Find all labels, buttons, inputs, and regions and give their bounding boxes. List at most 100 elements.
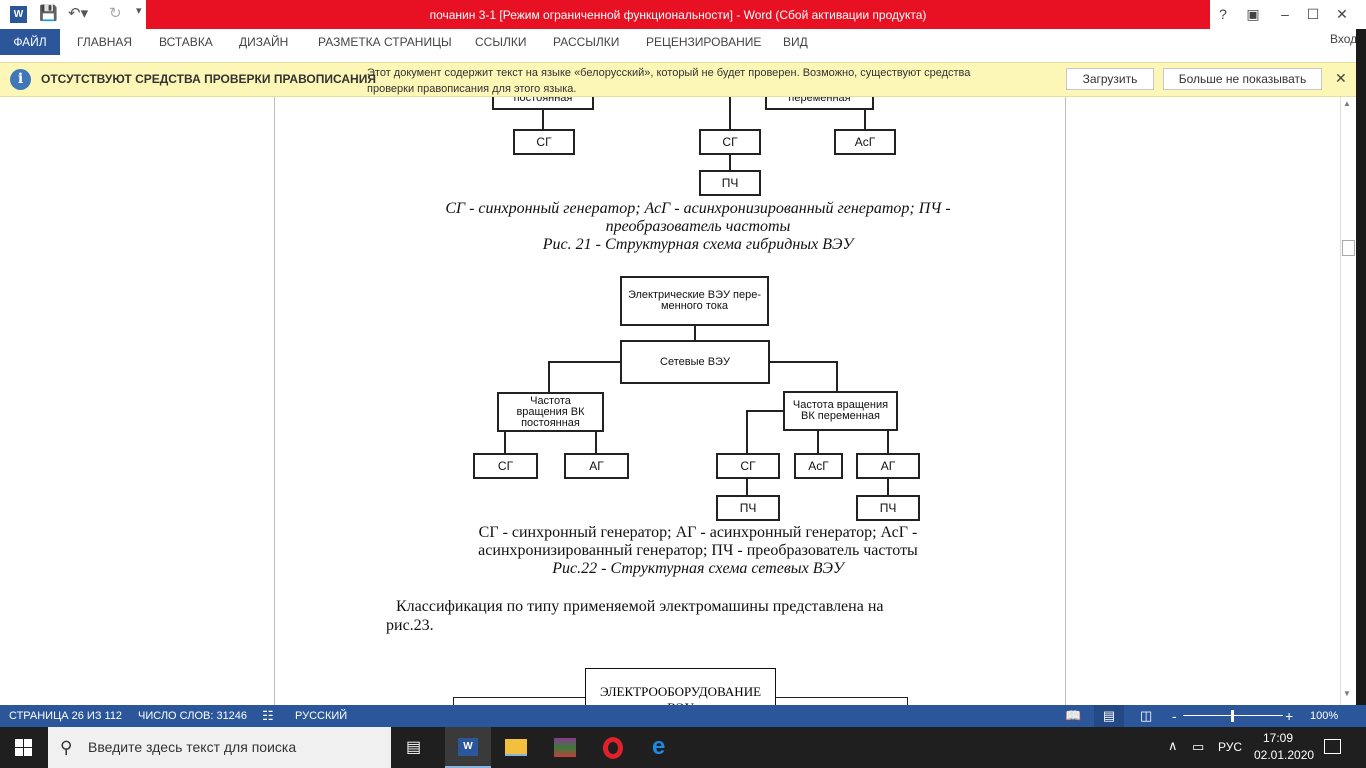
language-indicator[interactable]: РУССКИЙ: [295, 710, 348, 722]
maximize-icon[interactable]: ☐: [1306, 6, 1320, 22]
edge-icon[interactable]: e: [652, 733, 666, 760]
tab-insert[interactable]: ВСТАВКА: [159, 35, 213, 49]
diagram-box: ПЧ: [699, 170, 761, 196]
proofing-icon[interactable]: ☷: [262, 708, 274, 723]
connector: [549, 361, 620, 363]
tab-design[interactable]: ДИЗАЙН: [239, 35, 289, 49]
diagram-box: постоянная: [492, 97, 594, 110]
word-icon: W: [10, 6, 27, 23]
connector: [864, 110, 866, 130]
winrar-icon[interactable]: [554, 738, 576, 757]
tab-home[interactable]: ГЛАВНАЯ: [77, 35, 133, 49]
connector: [907, 697, 908, 705]
diagram-box: ЭЛЕКТРООБОРУДОВАНИЕ ВЭУ: [585, 668, 776, 705]
tab-layout[interactable]: РАЗМЕТКА СТРАНИЦЫ: [318, 35, 452, 49]
sign-in-link[interactable]: Вход: [1330, 32, 1358, 46]
zoom-slider-thumb[interactable]: [1231, 710, 1234, 722]
diagram-box: СГ: [473, 453, 538, 479]
dont-show-button[interactable]: Больше не показывать: [1163, 68, 1322, 90]
help-icon[interactable]: ?: [1219, 6, 1227, 22]
info-icon: i: [10, 69, 31, 90]
connector: [453, 697, 454, 705]
connector: [746, 410, 748, 453]
diagram-box: Электрические ВЭУ пере-менного тока: [620, 276, 769, 326]
connector: [887, 431, 889, 453]
connector: [887, 479, 889, 495]
tab-review[interactable]: РЕЦЕНЗИРОВАНИЕ: [646, 35, 762, 49]
connector: [770, 361, 838, 363]
clock-date: 02.01.2020: [1254, 748, 1315, 762]
diagram-box: АсГ: [794, 453, 843, 479]
close-icon[interactable]: ✕: [1336, 6, 1348, 22]
input-language[interactable]: РУС: [1218, 740, 1243, 754]
redo-icon[interactable]: ↻: [109, 5, 122, 22]
tab-file[interactable]: ФАЙЛ: [0, 29, 60, 55]
connector: [595, 432, 597, 453]
diagram-box: ПЧ: [716, 495, 780, 521]
clock[interactable]: 17:09 02.01.2020: [1254, 730, 1315, 764]
fig21-legend: СГ - синхронный генератор; АсГ - асинхро…: [445, 200, 951, 217]
message-line1: Этот документ содержит текст на языке «б…: [367, 67, 971, 79]
read-mode-icon[interactable]: 📖: [1065, 708, 1082, 723]
taskbar-word[interactable]: W: [445, 727, 491, 768]
fig21-caption: Рис. 21 - Структурная схема гибридных ВЭ…: [542, 236, 854, 253]
zoom-in-button[interactable]: +: [1285, 708, 1294, 724]
download-button[interactable]: Загрузить: [1066, 68, 1154, 90]
customize-toolbar-icon[interactable]: ▾: [136, 5, 142, 17]
tab-references[interactable]: ССЫЛКИ: [475, 35, 527, 49]
message-close-icon[interactable]: ✕: [1335, 70, 1347, 86]
tab-mailings[interactable]: РАССЫЛКИ: [553, 35, 620, 49]
print-layout-icon[interactable]: ▤: [1094, 705, 1124, 727]
search-icon: ⚲: [60, 738, 73, 757]
status-bar: СТРАНИЦА 26 ИЗ 112 ЧИСЛО СЛОВ: 31246 ☷ Р…: [0, 705, 1366, 727]
diagram-box: АГ: [564, 453, 629, 479]
connector: [747, 410, 783, 412]
zoom-out-button[interactable]: -: [1172, 708, 1177, 724]
diagram-box: СГ: [716, 453, 780, 479]
vertical-scrollbar[interactable]: ▲ ▼: [1340, 97, 1356, 705]
diagram-box: АГ: [856, 453, 920, 479]
zoom-level[interactable]: 100%: [1310, 710, 1339, 722]
diagram-box: АсГ: [834, 129, 896, 155]
web-layout-icon[interactable]: ◫: [1140, 708, 1153, 723]
connector: [504, 432, 506, 453]
scroll-down-icon[interactable]: ▼: [1343, 689, 1351, 698]
fig22-legend: асинхронизированный генератор; ПЧ - прео…: [478, 542, 918, 559]
ribbon-display-icon[interactable]: ▣: [1246, 6, 1260, 22]
file-explorer-icon[interactable]: [505, 739, 527, 756]
paragraph-line: рис.23.: [386, 617, 434, 634]
scrollbar-thumb[interactable]: [1342, 240, 1355, 256]
diagram-box: Частота вращения ВК постоянная: [497, 392, 604, 432]
diagram-box: переменная: [765, 97, 874, 110]
paragraph-line: Классификация по типу применяемой электр…: [396, 598, 884, 615]
show-hidden-icons[interactable]: ∧: [1168, 738, 1178, 753]
connector: [542, 110, 544, 130]
fig21-legend: преобразователь частоты: [605, 218, 791, 235]
diagram-box: Частота вращения ВК переменная: [783, 391, 898, 431]
connector: [836, 361, 838, 392]
diagram-box: ПЧ: [856, 495, 920, 521]
screen-edge: [1356, 29, 1366, 705]
start-icon[interactable]: [15, 739, 32, 756]
page-count[interactable]: СТРАНИЦА 26 ИЗ 112: [9, 710, 123, 722]
taskbar-search[interactable]: ⚲ Введите здесь текст для поиска: [48, 727, 391, 768]
tab-view[interactable]: ВИД: [783, 35, 808, 49]
undo-icon[interactable]: ↶▾: [68, 5, 89, 22]
fig22-legend: СГ - синхронный генератор; АГ - асинхрон…: [478, 524, 918, 541]
fig22-caption: Рис.22 - Структурная схема сетевых ВЭУ: [552, 560, 844, 577]
message-text: Этот документ содержит текст на языке «б…: [367, 65, 970, 97]
task-view-icon[interactable]: ▤: [406, 739, 422, 756]
minimize-icon[interactable]: –: [1281, 6, 1289, 22]
opera-icon[interactable]: [603, 737, 623, 759]
search-placeholder: Введите здесь текст для поиска: [88, 739, 297, 755]
scroll-up-icon[interactable]: ▲: [1343, 99, 1351, 108]
notifications-icon[interactable]: [1324, 739, 1341, 754]
connector: [729, 97, 731, 130]
clock-time: 17:09: [1262, 731, 1294, 745]
word-icon: W: [458, 738, 478, 756]
document-area: постоянная СГ СГ ПЧ переменная АсГ СГ - …: [0, 97, 1340, 705]
word-count[interactable]: ЧИСЛО СЛОВ: 31246: [138, 710, 248, 722]
power-icon[interactable]: ▭: [1192, 739, 1205, 754]
ribbon: [0, 29, 1366, 55]
save-icon[interactable]: 💾: [39, 5, 58, 22]
